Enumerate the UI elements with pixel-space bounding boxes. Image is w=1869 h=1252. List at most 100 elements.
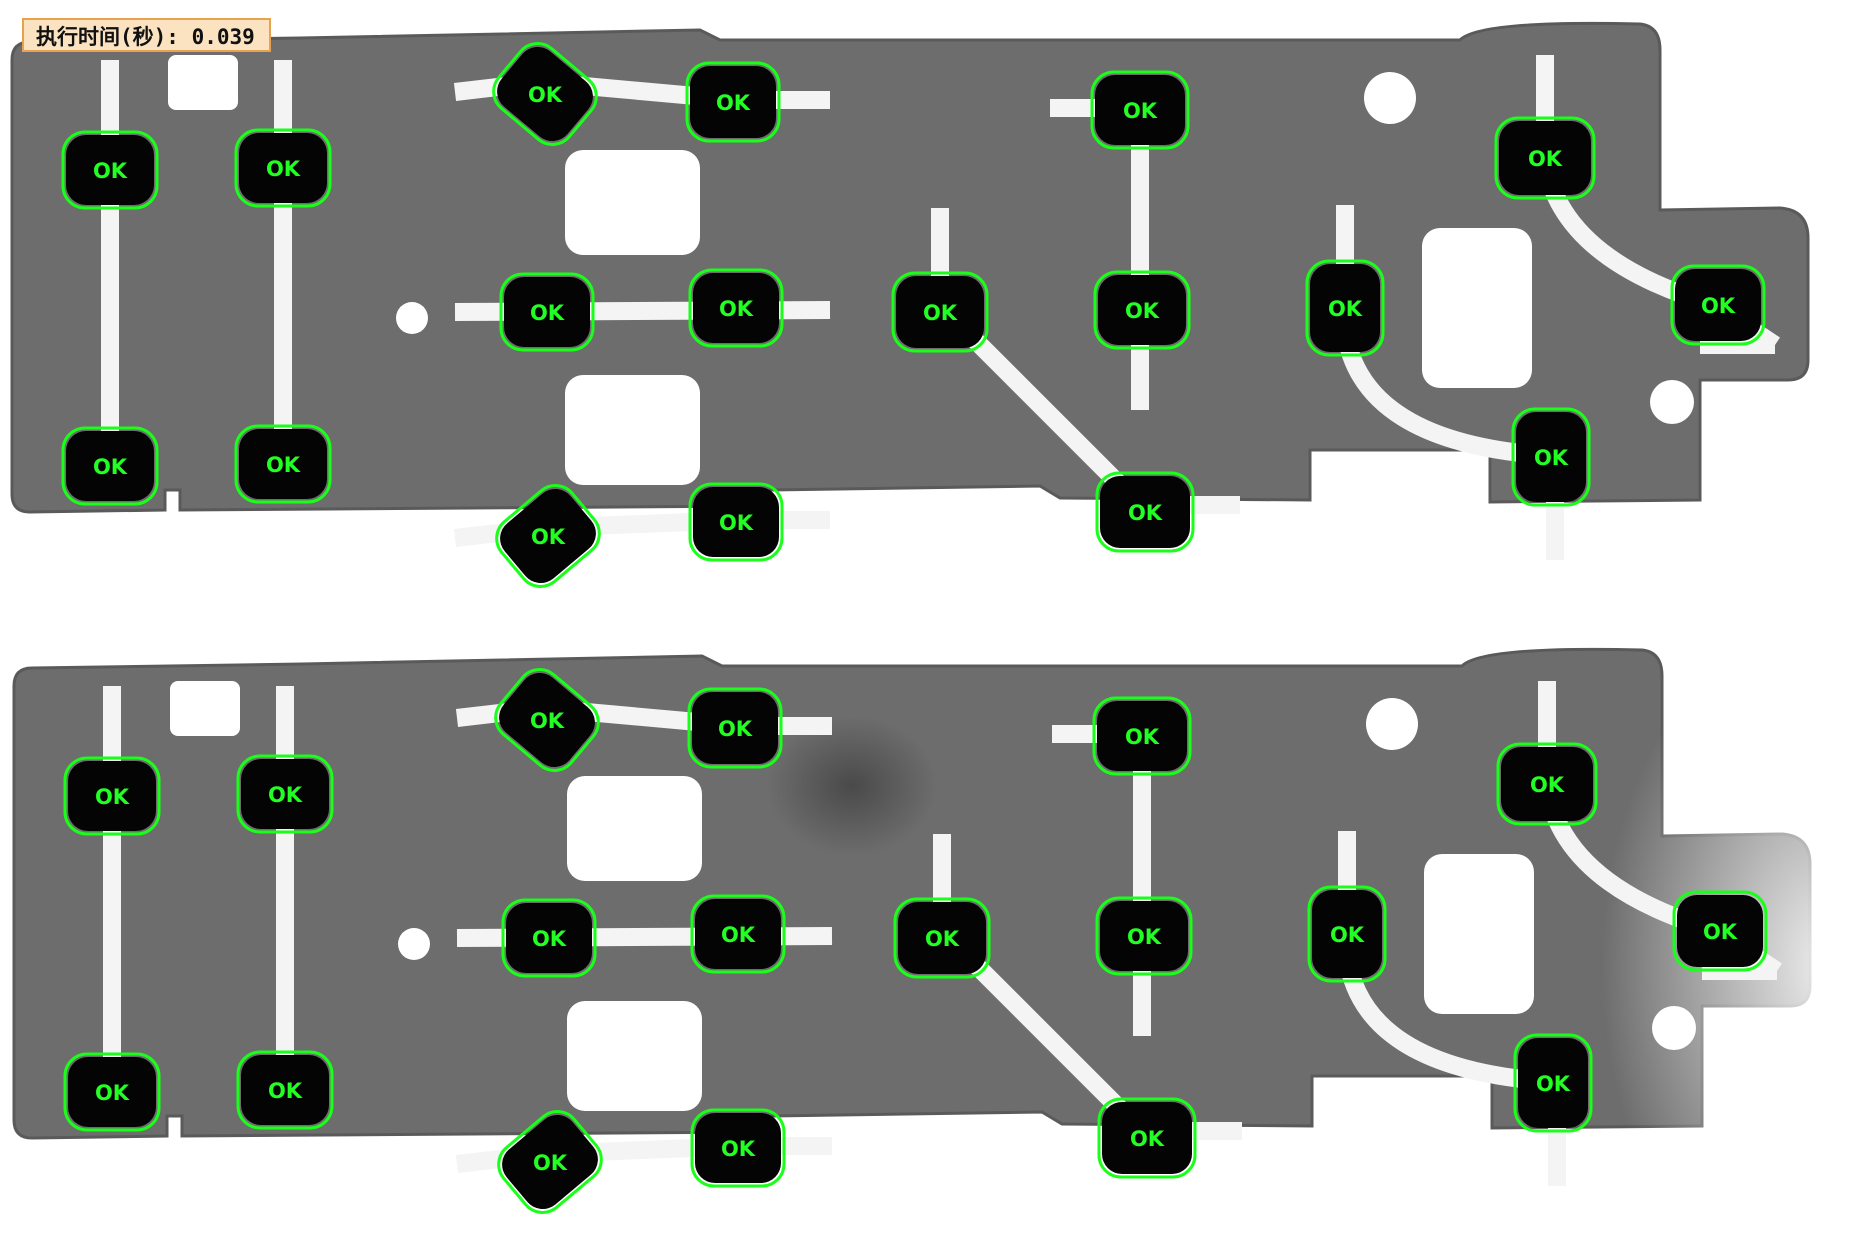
pad-contour: [236, 754, 334, 834]
cutout: [1422, 228, 1532, 388]
pad-contour: [1494, 116, 1596, 200]
mount-hole: [398, 928, 430, 960]
pad-body: [898, 902, 986, 974]
ok-status-label: OK: [923, 301, 958, 325]
cutout: [565, 375, 700, 485]
inspection-pad: OK: [685, 61, 781, 143]
pad-body: [1102, 1102, 1192, 1174]
ok-status-label: OK: [1328, 297, 1363, 321]
ok-status-label: OK: [93, 455, 128, 479]
ok-status-label: OK: [1534, 446, 1569, 470]
pad-body: [500, 488, 596, 584]
mount-hole: [1364, 72, 1416, 124]
ok-status-label: OK: [266, 157, 301, 181]
smudge-mark: [767, 716, 937, 856]
pad-body: [693, 487, 779, 557]
inspection-pad: OK: [1092, 696, 1192, 776]
ok-status-label: OK: [1528, 147, 1563, 171]
cutout: [1424, 854, 1534, 1014]
pad-contour: [1095, 471, 1195, 553]
pad-body: [68, 1057, 156, 1127]
pad-body: [239, 133, 327, 203]
cutout: [565, 150, 700, 255]
pad-contour: [236, 1050, 334, 1130]
pad-body: [1095, 75, 1185, 145]
mount-hole: [396, 302, 428, 334]
inspection-pad: OK: [1496, 742, 1598, 826]
pad-body: [1499, 121, 1591, 195]
inspection-pad: OK: [234, 424, 332, 504]
pad-body: [502, 1114, 598, 1210]
pad-body: [1097, 701, 1187, 771]
pad-contour: [688, 482, 784, 562]
pad-body: [497, 46, 593, 142]
ok-status-label: OK: [1130, 1127, 1165, 1151]
pad-body: [695, 899, 781, 969]
inspection-pad: OK: [63, 1052, 161, 1132]
pad-contour: [1093, 270, 1191, 350]
pad-body: [68, 761, 156, 831]
pad-contour: [234, 424, 332, 504]
cutout: [567, 1001, 702, 1111]
inspection-pad: OK: [891, 271, 989, 353]
pad-body: [1100, 476, 1190, 548]
inspection-pad: OK: [1670, 264, 1766, 346]
pad-body: [693, 273, 779, 343]
pad-contour: [61, 130, 159, 210]
ok-status-label: OK: [531, 525, 566, 549]
pad-contour: [688, 268, 784, 348]
ok-status-label: OK: [718, 717, 753, 741]
ok-status-label: OK: [1701, 294, 1736, 318]
pad-body: [506, 903, 592, 973]
pad-contour: [690, 1108, 786, 1188]
inspection-pad: OK: [690, 1108, 786, 1188]
ok-status-label: OK: [721, 923, 756, 947]
inspection-pad: OK: [687, 687, 783, 769]
pad-body: [695, 1113, 781, 1183]
pad-contour: [61, 426, 159, 506]
ok-status-label: OK: [93, 159, 128, 183]
cutout: [170, 1156, 235, 1216]
pad-contour: [1092, 696, 1192, 776]
inspection-pad: OK: [893, 897, 991, 979]
ok-status-label: OK: [533, 1151, 568, 1175]
pad-contour: [501, 898, 597, 978]
pad-contour: [893, 897, 991, 979]
pad-contour: [63, 756, 161, 836]
pad-contour: [1513, 1033, 1593, 1133]
pad-contour: [1097, 1097, 1197, 1179]
inspection-pad: OK: [1494, 116, 1596, 200]
inspection-pad: OK: [495, 484, 601, 588]
inspection-pad: OK: [501, 898, 597, 978]
mount-hole: [1366, 698, 1418, 750]
cutout: [168, 55, 238, 110]
pad-body: [1098, 275, 1186, 345]
inspection-pad: OK: [1307, 885, 1387, 983]
inspection-pad: OK: [1097, 1097, 1197, 1179]
pad-contour: [1670, 264, 1766, 346]
execution-time-label: 执行时间(秒): 0.039: [22, 18, 271, 52]
pad-body: [1516, 412, 1586, 502]
inspection-pad: OK: [688, 268, 784, 348]
ok-status-label: OK: [1330, 923, 1365, 947]
pad-body: [1312, 890, 1382, 978]
inspection-pad: OK: [236, 1050, 334, 1130]
pad-body: [241, 1055, 329, 1125]
pad-body: [1310, 264, 1380, 352]
plate: [10, 21, 1810, 514]
pad-body: [896, 276, 984, 348]
inspection-pad: OK: [61, 426, 159, 506]
pad-contour: [1672, 890, 1768, 972]
inspection-pad: OK: [1305, 259, 1385, 357]
ok-status-label: OK: [1125, 299, 1160, 323]
inspection-pad: OK: [1095, 896, 1193, 976]
ok-status-label: OK: [530, 301, 565, 325]
pad-body: [499, 672, 595, 768]
inspection-pad: OK: [492, 42, 598, 146]
pad-body: [66, 135, 154, 205]
ok-status-label: OK: [1128, 501, 1163, 525]
ok-status-label: OK: [716, 91, 751, 115]
inspection-pad: OK: [1095, 471, 1195, 553]
